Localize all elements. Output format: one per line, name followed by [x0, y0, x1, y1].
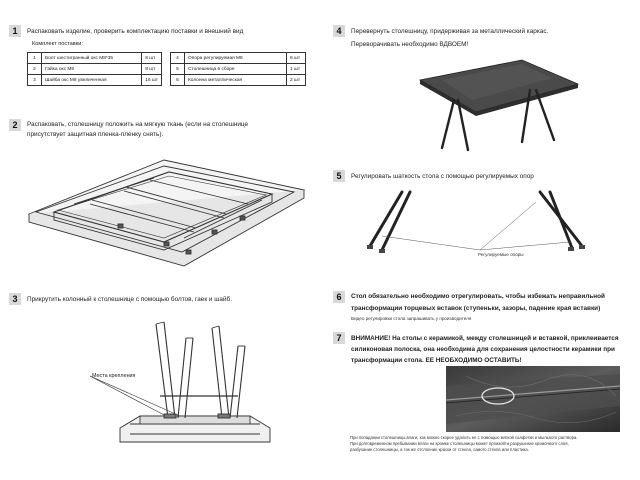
- footnote-line1: При попадании столешницы,влаги, как можн…: [350, 435, 578, 440]
- step-1-number: 1: [9, 25, 21, 37]
- adjustable-feet-label: Регулируемые опоры: [478, 252, 524, 257]
- legs-mounting-illustration: [89, 321, 271, 443]
- footnote-line2: При долговременном пребывании влаги на к…: [350, 441, 569, 446]
- step-1-text: Распаковать изделие, проверить комплекта…: [27, 28, 244, 35]
- step-4-line2: Переворачивать необходимо ВДВОЕМ!: [351, 41, 469, 48]
- step-5-text: Регулировать шаткость стола с помощью ре…: [351, 173, 534, 180]
- step-7-line3: трансформации стола. ЕЕ НЕОБХОДИМО ОСТАВ…: [351, 356, 522, 365]
- step-6-number: 6: [333, 291, 345, 303]
- step-7-line2: силиконовая полоска, она необходима для …: [351, 346, 615, 353]
- step-2-number: 2: [9, 119, 21, 131]
- step-7-line3-plain: трансформации стола.: [351, 357, 426, 364]
- step-3-number: 3: [9, 293, 21, 305]
- step-2-line2: присутствует защитная пленка-пленку снят…: [27, 131, 164, 138]
- step-6-line1: Стол обязательно необходимо отрегулирова…: [351, 293, 605, 300]
- step-2-line1: Распаковать, столешницу положить на мягк…: [27, 121, 249, 128]
- assembled-table-illustration: [418, 59, 580, 152]
- step-7-line1-rest: На столы с керамикой, между столешницей …: [390, 335, 619, 342]
- mount-places-label: Места крепления: [92, 373, 136, 379]
- step-7-line1: ВНИМАНИЕ! На столы с керамикой, между ст…: [351, 334, 619, 343]
- footnote-line3: разбухание столешницы, а так же отслоени…: [350, 447, 529, 452]
- kit-title: Комплект поставки:: [32, 41, 83, 47]
- step-4-number: 4: [333, 25, 345, 37]
- step-5-number: 5: [333, 170, 345, 182]
- ceramic-edge-photo: [445, 366, 621, 432]
- step-4-line1: Перевернуть столешницу, придерживая за м…: [351, 28, 549, 35]
- step-3-text: Прикрутить колонный к столешнице с помощ…: [27, 296, 232, 303]
- step-6-note: Видео регулировки стола запрашивать у пр…: [351, 316, 472, 321]
- step-6-line2: трансформации торцевых вставок (ступеньк…: [351, 305, 601, 312]
- step-7-line3-emphasis: ЕЕ НЕОБХОДИМО ОСТАВИТЬ!: [425, 357, 522, 364]
- adjustable-feet-illustration: [367, 190, 585, 253]
- tabletop-upside-down-illustration: [27, 159, 306, 267]
- step-7-number: 7: [333, 332, 345, 344]
- warning-prefix: ВНИМАНИЕ!: [351, 335, 391, 342]
